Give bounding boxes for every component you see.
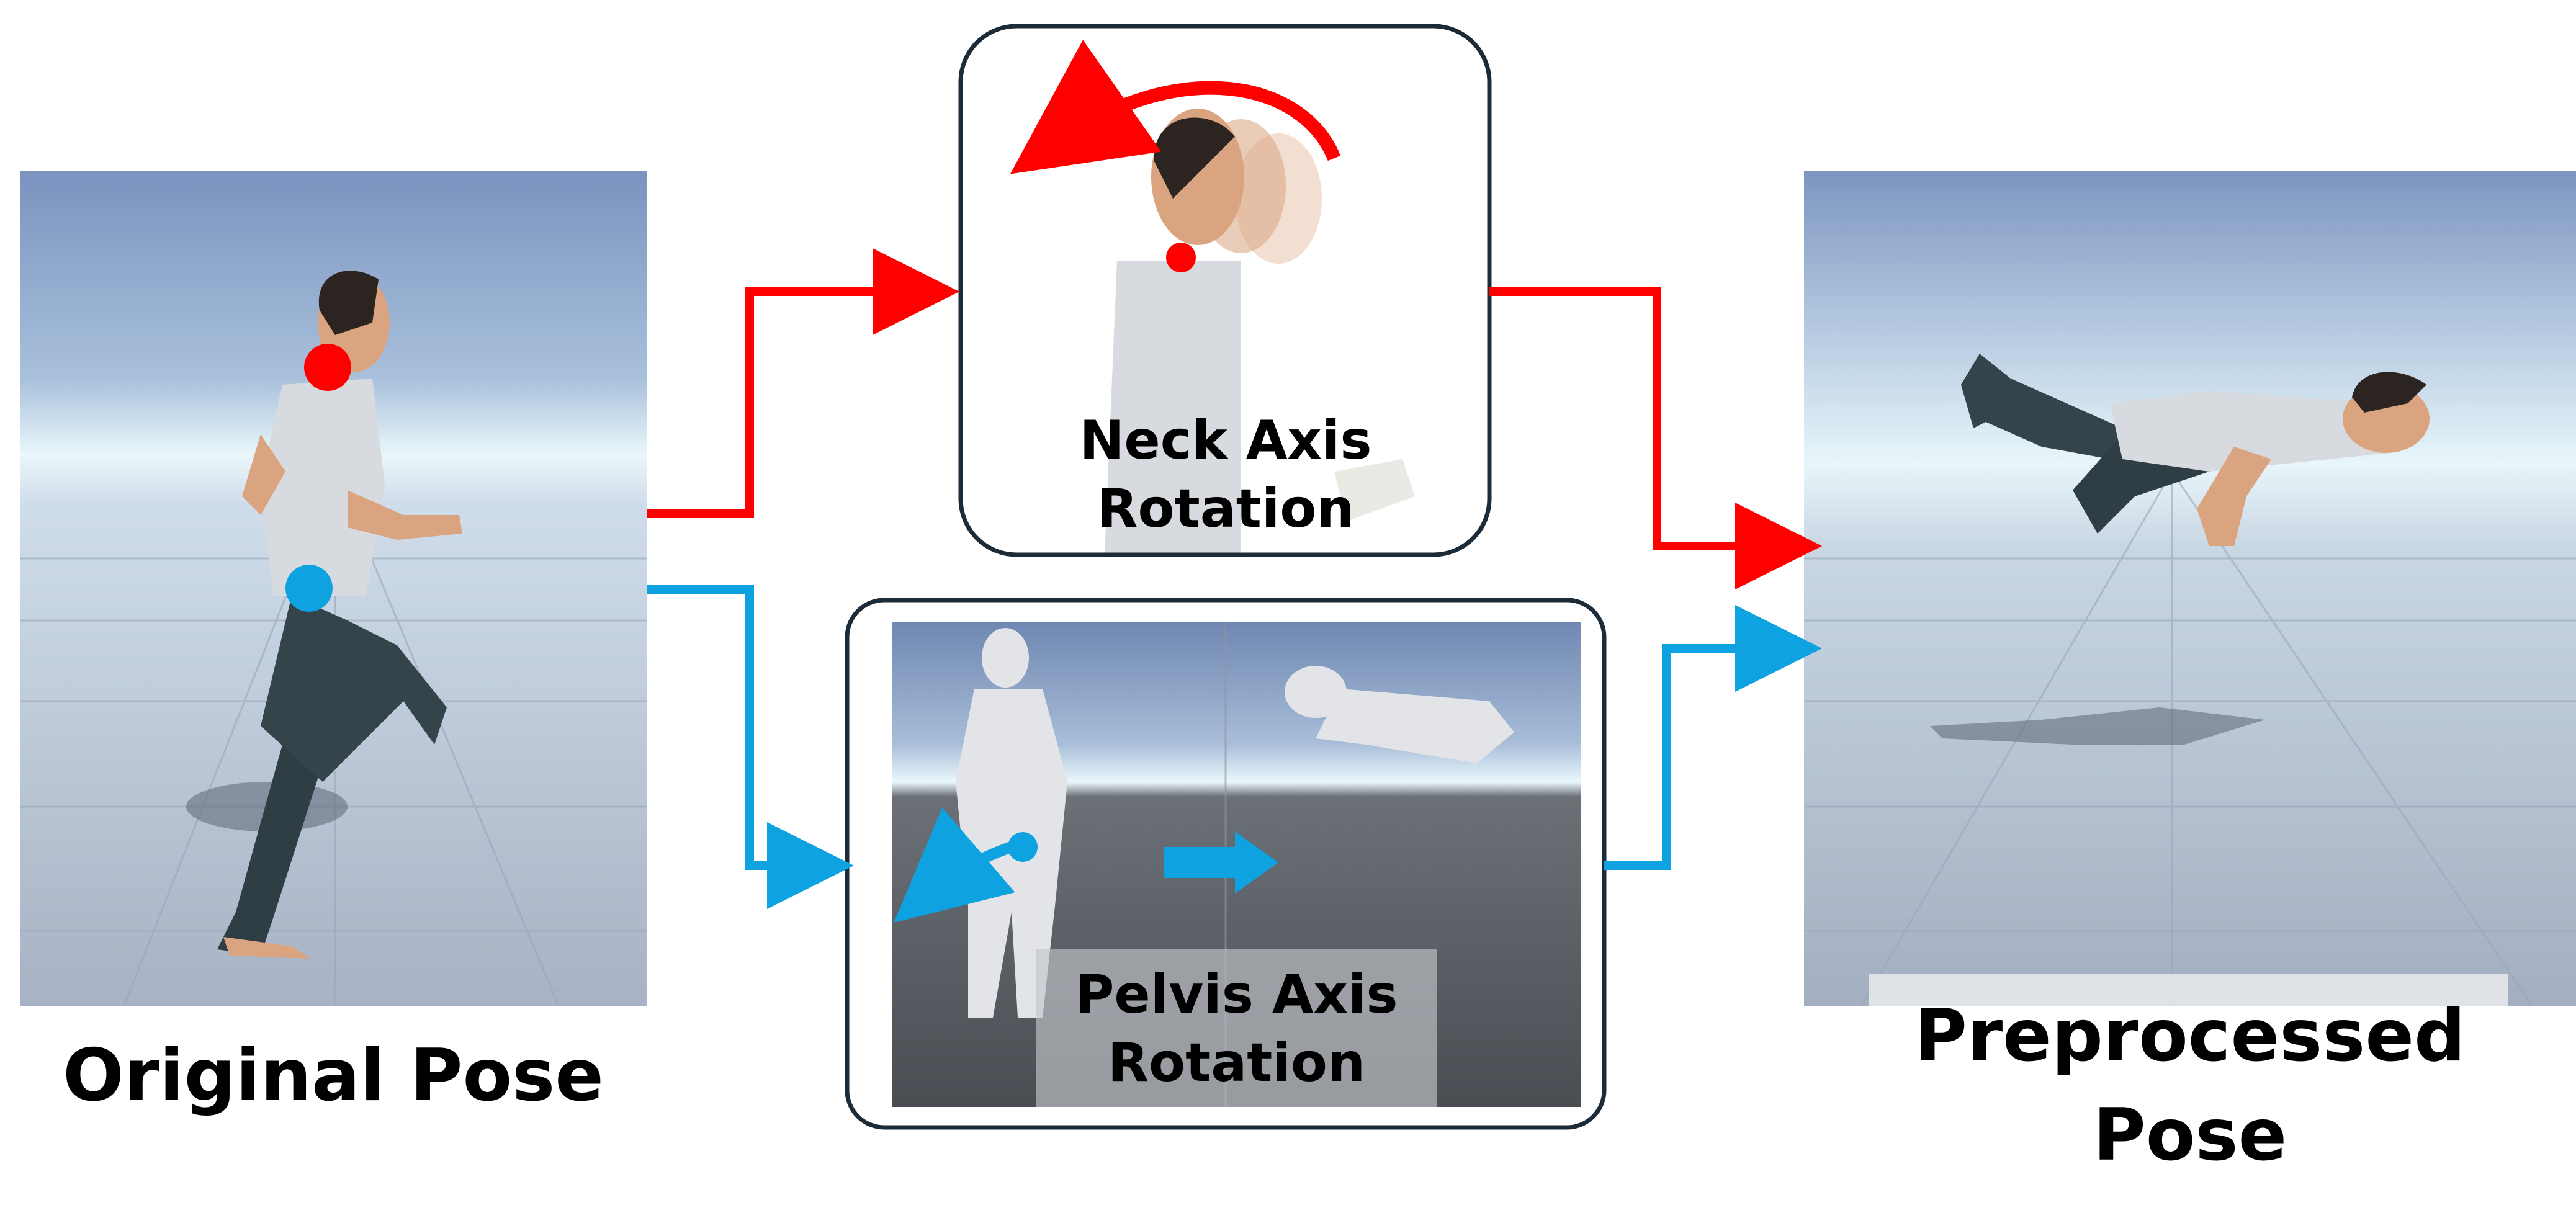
neck-rotation-illustration — [1010, 40, 1415, 555]
pelvis-label-backdrop — [1036, 949, 1437, 1107]
original-pose-text: Original Pose — [63, 1034, 604, 1118]
neck-axis-rotation-box — [958, 24, 1492, 557]
neck-axis-rotation-label: Neck Axis Rotation — [993, 406, 1458, 543]
flying-mannequin — [1285, 666, 1514, 763]
neck-label-line1: Neck Axis — [1079, 410, 1372, 472]
pelvis-joint-dot — [1008, 832, 1038, 862]
pelvis-path-arrow-in — [647, 585, 854, 909]
flying-woman-figure — [1961, 354, 2430, 546]
pelvis-path-arrow-out — [1604, 605, 1822, 870]
neck-path-arrow-out — [1489, 287, 1822, 589]
preprocessed-pose-line2: Pose — [2093, 1093, 2287, 1177]
preprocessed-pose-line1: Preprocessed — [1914, 994, 2466, 1078]
pelvis-label-line1: Pelvis Axis — [1075, 964, 1398, 1026]
pelvis-axis-rotation-label: Pelvis Axis Rotation — [1036, 961, 1437, 1097]
flying-shadow — [1930, 707, 2265, 745]
pelvis-rotation-arrow — [894, 807, 1023, 923]
preprocessed-label-backdrop — [1869, 974, 2508, 1006]
neck-rotation-arrow — [1010, 40, 1341, 174]
running-woman-figure — [217, 271, 462, 959]
original-pose-label: Original Pose — [20, 1026, 647, 1126]
preprocessed-pose-image — [1804, 171, 2576, 1006]
pelvis-joint-marker — [285, 565, 333, 612]
pelvis-label-line2: Rotation — [1107, 1032, 1366, 1094]
preprocessed-pose-label: Preprocessed Pose — [1804, 987, 2576, 1185]
original-pose-image — [20, 171, 647, 1006]
neck-path-arrow-in — [647, 248, 959, 518]
neck-joint-marker — [304, 344, 351, 391]
transform-arrow-icon — [1164, 831, 1278, 894]
neck-label-line2: Rotation — [1097, 478, 1355, 540]
pelvis-axis-rotation-box — [845, 598, 1607, 1130]
neck-joint-dot — [1166, 243, 1196, 272]
